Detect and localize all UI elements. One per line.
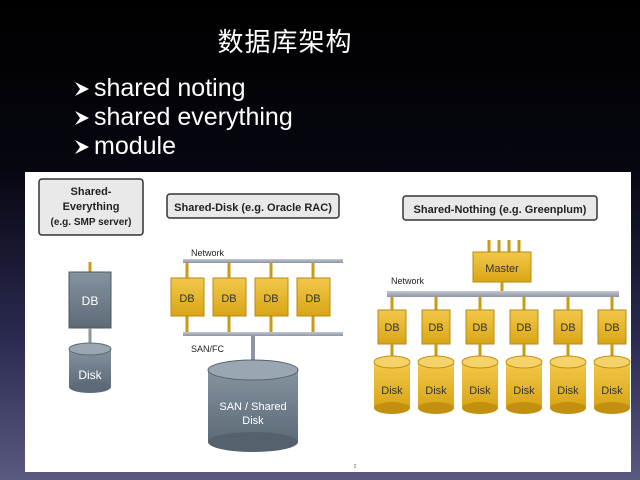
- slide-title: 数据库架构: [217, 28, 353, 58]
- disk-cylinder: [68, 342, 112, 393]
- architecture-diagram-svg: Shared- Everything (e.g. SMP server) DB …: [38, 178, 631, 470]
- disk-label: Disk: [601, 385, 623, 397]
- bullet-item: module: [72, 132, 293, 161]
- db-label: DB: [384, 322, 399, 334]
- db-label: DB: [428, 322, 443, 334]
- architecture-diagram: Shared- Everything (e.g. SMP server) DB …: [25, 172, 631, 472]
- db-label: DB: [516, 322, 531, 334]
- db-label: DB: [604, 322, 619, 334]
- db-disk-node: DB Disk: [417, 297, 455, 414]
- san-disk-label-1: SAN / Shared: [219, 401, 286, 413]
- arrow-bullet-icon: [75, 110, 89, 125]
- db-disk-node: DB Disk: [373, 297, 411, 414]
- disk-label: Disk: [513, 385, 535, 397]
- db-label: DB: [472, 322, 487, 334]
- db-node: DB: [212, 263, 247, 332]
- network-bar: [183, 259, 343, 263]
- db-box: [68, 271, 112, 329]
- bullet-text: shared noting: [94, 74, 246, 102]
- disk-label: Disk: [78, 368, 102, 382]
- db-disk-node: DB Disk: [593, 297, 631, 414]
- db-label: DB: [560, 322, 575, 334]
- db-label: DB: [263, 293, 278, 305]
- disk-label: Disk: [557, 385, 579, 397]
- shared-nothing-title: Shared-Nothing (e.g. Greenplum): [414, 204, 587, 216]
- shared-everything-title-1: Shared-: [71, 186, 112, 198]
- san-disk-label-2: Disk: [242, 415, 264, 427]
- shared-disk-title-box: [166, 193, 340, 219]
- db-disk-node: DB Disk: [549, 297, 587, 414]
- disk-label: Disk: [469, 385, 491, 397]
- network-bar: [387, 291, 619, 297]
- bullet-item: shared everything: [72, 103, 293, 132]
- bullet-list: shared noting shared everything module: [72, 74, 293, 161]
- shared-everything-title-2: Everything: [63, 201, 120, 213]
- bullet-text: shared everything: [94, 103, 293, 131]
- db-label: DB: [221, 293, 236, 305]
- shared-everything-section: Shared- Everything (e.g. SMP server) DB …: [38, 178, 144, 393]
- master-node: [472, 240, 532, 291]
- db-node: DB: [296, 263, 331, 332]
- shared-nothing-nodes: DB Disk DB Disk DB Disk DB Disk DB Disk DB Disk: [373, 297, 631, 414]
- san-disk-cylinder: [207, 359, 299, 452]
- db-node: DB: [170, 263, 205, 332]
- db-label: DB: [82, 294, 99, 308]
- shared-nothing-section: Shared-Nothing (e.g. Greenplum) Master N…: [387, 195, 619, 297]
- shared-disk-section: Shared-Disk (e.g. Oracle RAC) Network SA…: [166, 193, 343, 452]
- san-fc-label: SAN/FC: [191, 344, 225, 354]
- arrow-bullet-icon: [75, 139, 89, 154]
- page-mark: 2: [354, 464, 357, 470]
- shared-everything-title-3: (e.g. SMP server): [51, 217, 132, 228]
- db-label: DB: [305, 293, 320, 305]
- disk-label: Disk: [425, 385, 447, 397]
- db-disk-node: DB Disk: [505, 297, 543, 414]
- db-node: DB: [254, 263, 289, 332]
- bullet-item: shared noting: [72, 74, 293, 103]
- master-label: Master: [485, 263, 519, 275]
- arrow-bullet-icon: [75, 81, 89, 96]
- bullet-text: module: [94, 132, 176, 160]
- db-disk-node: DB Disk: [461, 297, 499, 414]
- db-label: DB: [179, 293, 194, 305]
- shared-disk-title: Shared-Disk (e.g. Oracle RAC): [174, 202, 332, 214]
- network-label: Network: [391, 276, 425, 286]
- shared-nothing-title-box: [402, 195, 598, 221]
- disk-label: Disk: [381, 385, 403, 397]
- shared-everything-title-box: [38, 178, 144, 236]
- san-bar: [183, 332, 343, 336]
- network-label: Network: [191, 248, 225, 258]
